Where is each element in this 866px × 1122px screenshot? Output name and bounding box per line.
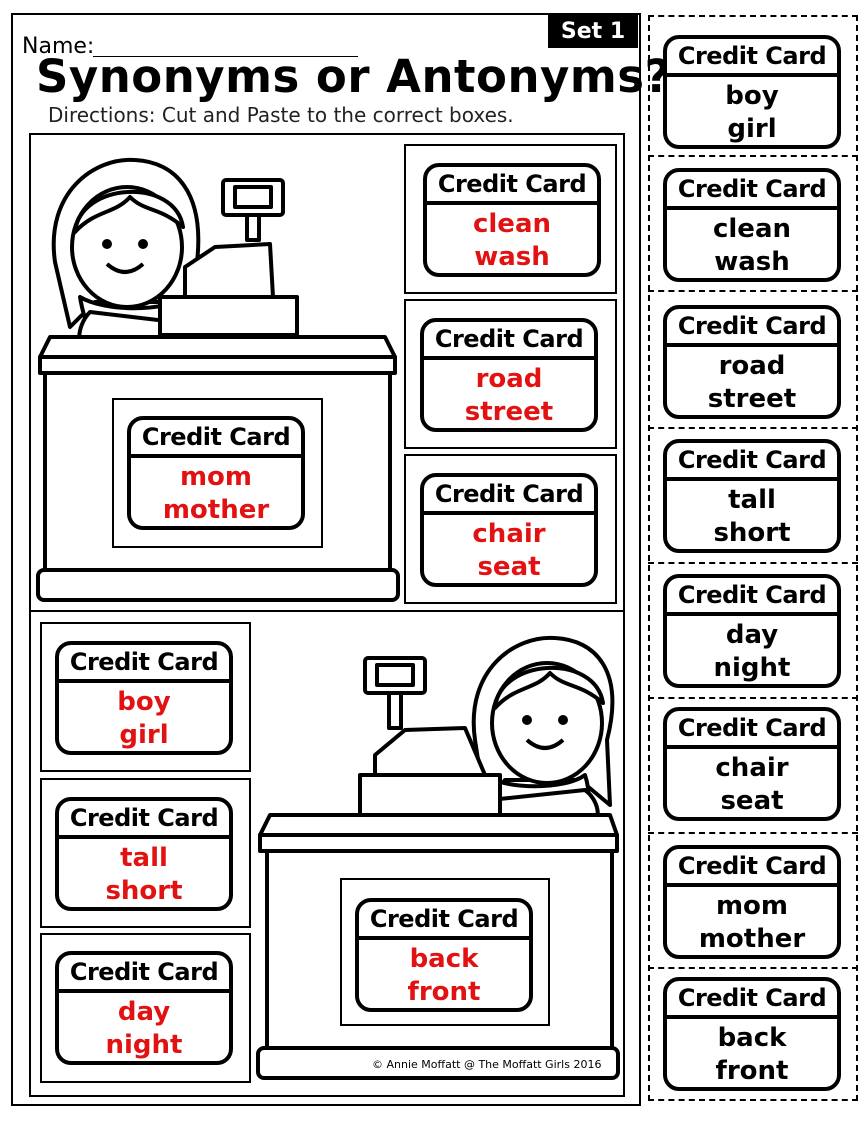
card-header: Credit Card	[667, 172, 837, 210]
name-label: Name:	[22, 34, 95, 59]
card-word: road	[475, 364, 543, 394]
credit-card: Credit Card back front	[355, 898, 533, 1012]
cashier-girl-illustration-bottom	[256, 635, 620, 1080]
card-word: wash	[474, 242, 550, 272]
card-header: Credit Card	[667, 578, 837, 616]
card-word: seat	[477, 552, 541, 582]
card-word: day	[725, 620, 779, 650]
cutout-strip	[648, 15, 858, 1101]
credit-card: Credit Card chair seat	[420, 473, 598, 587]
credit-card: Credit Card road street	[420, 318, 598, 432]
card-header: Credit Card	[59, 955, 229, 993]
cut-line	[648, 562, 858, 564]
cutout-card[interactable]: Credit Card back front	[663, 977, 841, 1091]
cutout-card[interactable]: Credit Card road street	[663, 305, 841, 419]
card-word: mom	[715, 891, 789, 921]
card-word: boy	[725, 81, 779, 111]
card-word: night	[713, 653, 791, 683]
drop-box	[40, 622, 251, 772]
card-header: Credit Card	[59, 801, 229, 839]
card-word: chair	[472, 519, 546, 549]
credit-card: Credit Card mom mother	[127, 416, 305, 530]
drop-box-counter-bottom	[340, 878, 550, 1026]
copyright-text: © Annie Moffatt @ The Moffatt Girls 2016	[372, 1058, 602, 1071]
card-word: mother	[162, 495, 270, 525]
cut-line	[648, 427, 858, 429]
drop-box	[40, 933, 251, 1083]
drop-box	[404, 454, 617, 604]
card-header: Credit Card	[59, 645, 229, 683]
card-word: road	[718, 351, 786, 381]
cashier-girl-illustration-top	[36, 157, 400, 602]
card-word: wash	[714, 247, 790, 277]
card-header: Credit Card	[131, 420, 301, 458]
card-header: Credit Card	[667, 309, 837, 347]
card-header: Credit Card	[359, 902, 529, 940]
card-word: seat	[720, 786, 784, 816]
card-word: back	[409, 944, 479, 974]
credit-card: Credit Card day night	[55, 951, 233, 1065]
directions-text: Directions: Cut and Paste to the correct…	[48, 103, 514, 127]
cut-line	[648, 697, 858, 699]
card-word: night	[105, 1030, 183, 1060]
cutout-card[interactable]: Credit Card boy girl	[663, 35, 841, 149]
cut-line	[648, 155, 858, 157]
card-header: Credit Card	[667, 711, 837, 749]
credit-card: Credit Card boy girl	[55, 641, 233, 755]
card-header: Credit Card	[667, 981, 837, 1019]
cutout-card[interactable]: Credit Card chair seat	[663, 707, 841, 821]
card-header: Credit Card	[667, 849, 837, 887]
card-word: mother	[698, 924, 806, 954]
cut-line	[648, 832, 858, 834]
card-word: street	[707, 384, 797, 414]
card-word: front	[715, 1056, 789, 1086]
card-header: Credit Card	[427, 167, 597, 205]
cutout-card[interactable]: Credit Card tall short	[663, 439, 841, 553]
credit-card: Credit Card clean wash	[423, 163, 601, 277]
drop-box	[404, 144, 617, 294]
card-word: girl	[727, 114, 777, 144]
card-word: street	[464, 397, 554, 427]
card-word: short	[713, 518, 791, 548]
panel-divider	[30, 610, 624, 612]
worksheet	[11, 13, 641, 1106]
drop-box-counter-top	[112, 398, 323, 548]
page-title: Synonyms or Antonyms?	[36, 50, 672, 103]
cut-line	[648, 290, 858, 292]
card-header: Credit Card	[424, 477, 594, 515]
set-badge: Set 1	[548, 15, 638, 48]
card-header: Credit Card	[424, 322, 594, 360]
card-word: chair	[715, 753, 789, 783]
card-header: Credit Card	[667, 443, 837, 481]
card-header: Credit Card	[667, 39, 837, 77]
card-word: short	[105, 876, 183, 906]
cutout-card[interactable]: Credit Card mom mother	[663, 845, 841, 959]
card-word: clean	[712, 214, 791, 244]
cutout-card[interactable]: Credit Card day night	[663, 574, 841, 688]
activity-panel	[29, 133, 625, 1097]
card-word: mom	[179, 462, 253, 492]
drop-box	[404, 299, 617, 449]
card-word: tall	[120, 843, 168, 873]
card-word: boy	[117, 687, 171, 717]
card-word: clean	[472, 209, 551, 239]
card-word: day	[117, 997, 171, 1027]
credit-card: Credit Card tall short	[55, 797, 233, 911]
card-word: back	[717, 1023, 787, 1053]
card-word: front	[407, 977, 481, 1007]
cutout-card[interactable]: Credit Card clean wash	[663, 168, 841, 282]
card-word: girl	[119, 720, 169, 750]
card-word: tall	[728, 485, 776, 515]
name-line	[93, 56, 358, 57]
drop-box	[40, 778, 251, 928]
cut-line	[648, 967, 858, 969]
